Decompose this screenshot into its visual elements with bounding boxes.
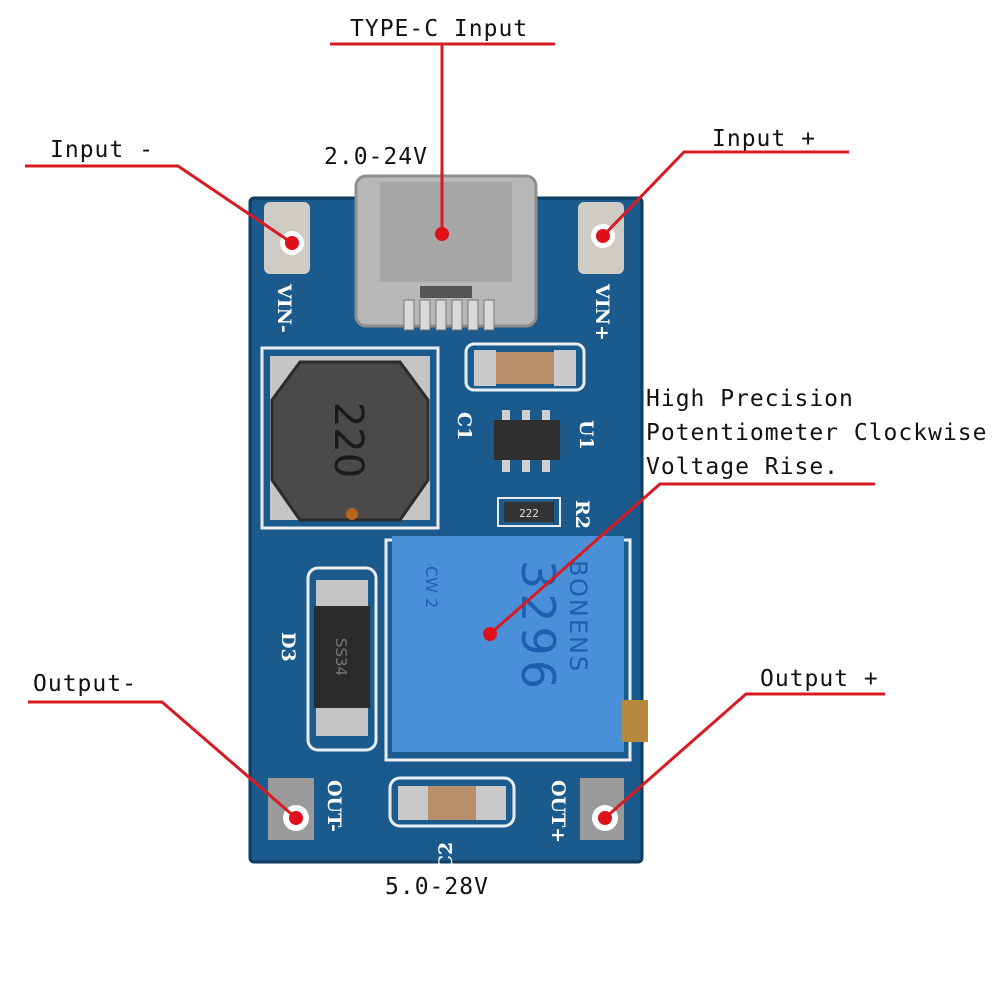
inductor-outline — [260, 346, 440, 530]
r2-silkscreen: R2 — [571, 500, 593, 529]
c2-pad-right — [476, 786, 506, 820]
output-plus-label: Output + — [760, 666, 879, 692]
vin-plus-silkscreen: VIN+ — [591, 283, 613, 341]
u1-pins-bottom — [502, 460, 550, 472]
u1-pins-top — [502, 410, 550, 422]
u1-silkscreen: U1 — [575, 420, 597, 450]
callout-line-potentiometer — [489, 482, 875, 636]
type-c-slot — [420, 286, 472, 298]
potentiometer-callout-line-2: Potentiometer Clockwise — [646, 420, 988, 446]
r2-outline — [497, 497, 561, 527]
callout-line-output-minus — [28, 700, 297, 820]
vin-minus-silkscreen: VIN- — [273, 283, 295, 333]
d3-pad-top — [316, 580, 368, 608]
c2-outline — [388, 776, 516, 828]
callout-line-output-plus — [604, 692, 885, 820]
callout-lines — [25, 42, 885, 820]
dot-output-minus — [289, 811, 303, 825]
d3-diode-body — [314, 606, 370, 708]
potentiometer-body — [392, 536, 624, 752]
inductor-wire — [346, 508, 358, 520]
inductor-body — [270, 360, 430, 522]
u1-chip — [494, 420, 560, 460]
out-plus-silkscreen: OUT+ — [547, 780, 569, 843]
dot-input-minus — [285, 236, 299, 250]
potentiometer-callout-line-1: High Precision — [646, 386, 854, 412]
r2-marking: 222 — [519, 507, 539, 520]
input-voltage-label: 2.0-24V — [324, 144, 428, 170]
d3-pad-bottom — [316, 706, 368, 736]
input-plus-label: Input + — [712, 126, 816, 152]
input-minus-label: Input - — [50, 137, 154, 163]
dot-output-plus — [598, 811, 612, 825]
potentiometer-brand: BONENS — [564, 560, 592, 673]
callout-dots — [285, 227, 612, 825]
d3-outline — [306, 566, 378, 752]
type-c-input-label: TYPE-C Input — [350, 16, 529, 42]
c1-capacitor — [496, 352, 554, 384]
d3-marking: SS34 — [332, 638, 350, 676]
dot-type-c — [435, 227, 449, 241]
inductor-marking: 220 — [325, 402, 371, 478]
output-minus-label: Output- — [33, 671, 137, 697]
potentiometer-cw: CW 2 — [422, 566, 441, 608]
potentiometer-screw — [622, 700, 648, 742]
r2-resistor — [504, 502, 554, 522]
output-voltage-label: 5.0-28V — [385, 874, 489, 900]
dot-potentiometer — [483, 627, 497, 641]
c1-pad-right — [554, 350, 576, 386]
callout-line-input-plus — [601, 150, 849, 238]
potentiometer-callout-line-3: Voltage Rise. — [646, 454, 840, 480]
callout-line-input-minus — [25, 164, 293, 245]
out-minus-silkscreen: OUT- — [323, 780, 345, 832]
c1-pad-left — [474, 350, 496, 386]
c2-pad-left — [398, 786, 428, 820]
dot-input-plus — [596, 229, 610, 243]
d3-silkscreen: D3 — [277, 632, 299, 662]
c1-silkscreen: C1 — [453, 412, 475, 440]
potentiometer-callout: High Precision Potentiometer Clockwise V… — [646, 382, 988, 484]
c2-silkscreen: C2 — [435, 842, 457, 870]
c2-capacitor — [428, 786, 476, 820]
c1-outline — [464, 342, 586, 392]
potentiometer-model: 3296 — [511, 560, 565, 693]
type-c-pins — [403, 299, 495, 331]
